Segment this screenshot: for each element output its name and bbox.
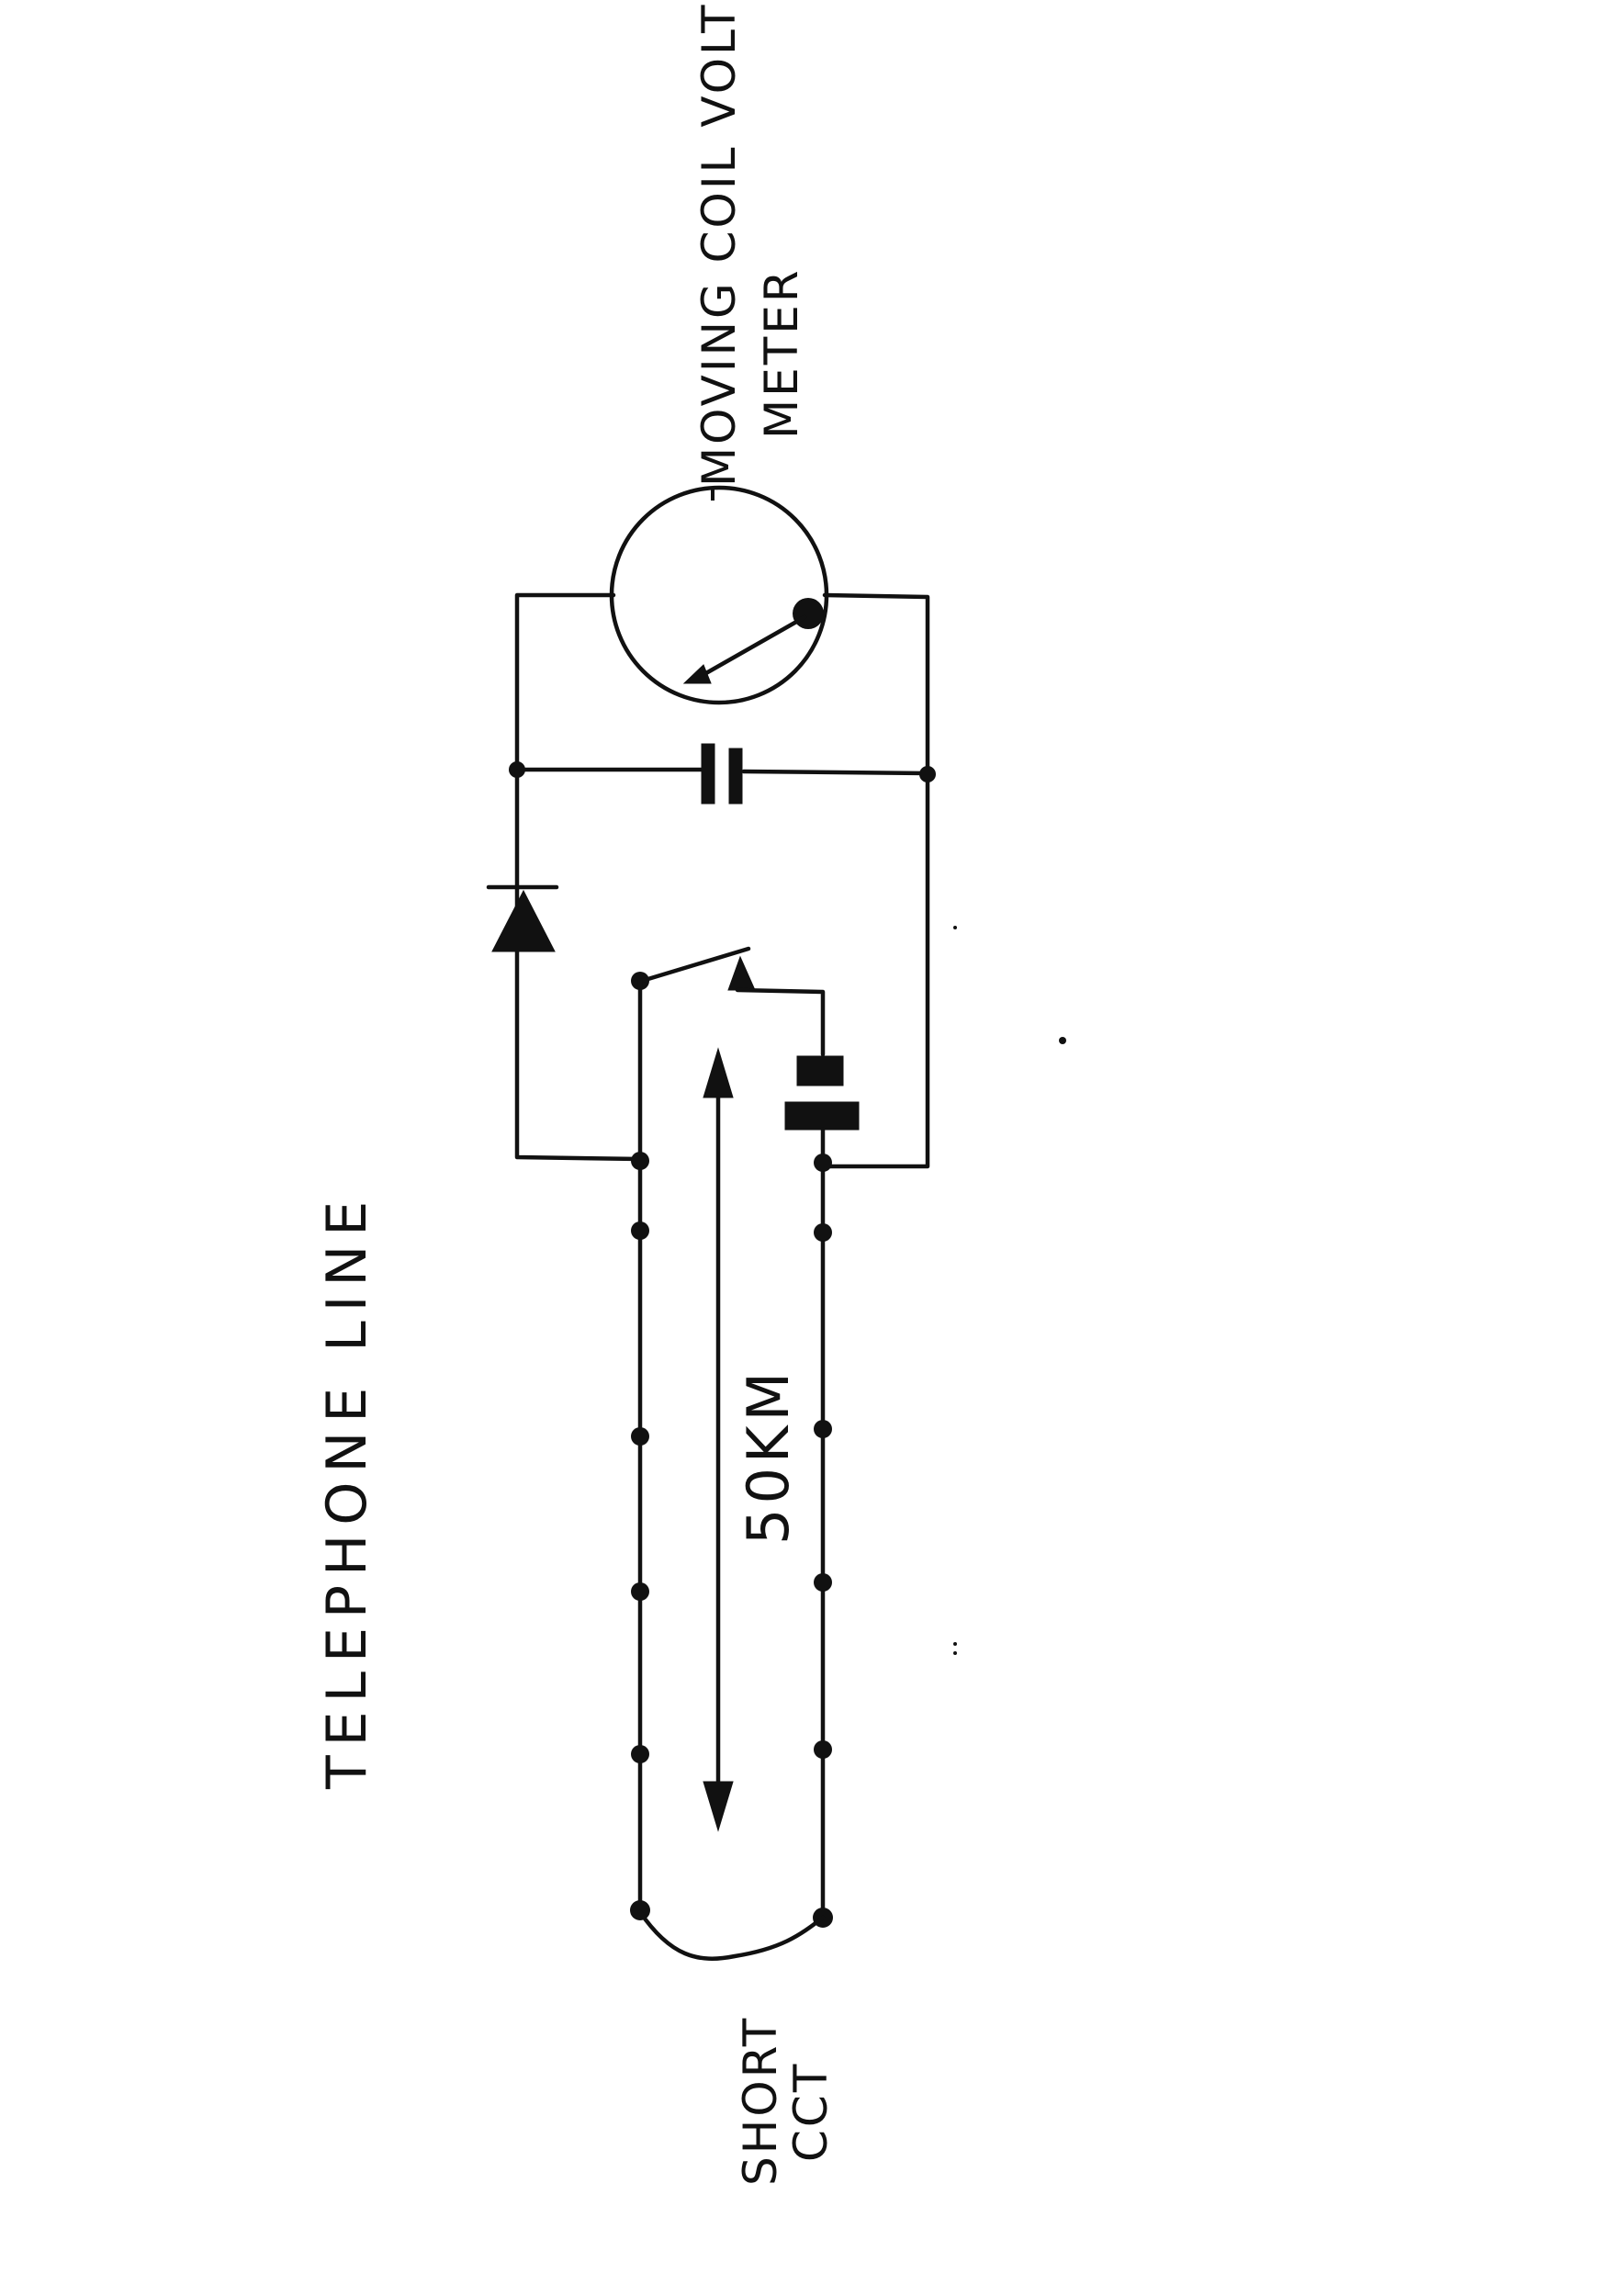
meter-right-wire xyxy=(822,592,930,1169)
meter-needle-tip xyxy=(682,664,712,684)
rectifier-diode xyxy=(486,769,643,1162)
distance-label: 50KM xyxy=(735,1367,802,1545)
diagram-title: TELEPHONE LINE xyxy=(315,1192,379,1790)
meter-needle xyxy=(695,614,807,681)
meter-label-line2: METER xyxy=(755,267,808,439)
coupling-capacitor xyxy=(784,1055,860,1169)
short-circuit-link xyxy=(637,1909,826,1961)
smoothing-capacitor xyxy=(514,743,930,805)
switch xyxy=(631,946,826,1057)
moving-coil-voltmeter xyxy=(609,485,829,705)
scan-specks xyxy=(953,926,1066,1655)
line-pole-dots-b xyxy=(813,1154,833,1928)
meter-left-wire xyxy=(514,592,616,774)
line-pole-dots-a xyxy=(630,1152,650,1920)
meter-dial xyxy=(609,485,829,705)
short-label-line2: CCT xyxy=(784,2062,838,2162)
meter-label-line1: MOVING COIL VOLT xyxy=(692,2,746,487)
meter-pivot xyxy=(793,598,824,629)
junction-dot xyxy=(919,766,936,782)
short-label-line1: SHORT xyxy=(734,2016,787,2186)
distance-arrow xyxy=(703,1047,734,1832)
